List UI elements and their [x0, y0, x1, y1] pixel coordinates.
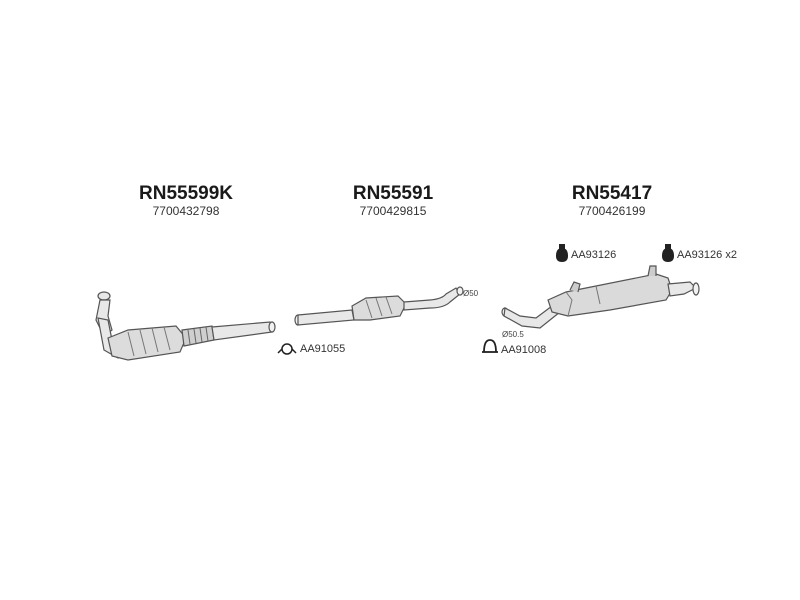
front-catalytic-pipe — [95, 291, 276, 361]
diameter-label-middle: Ø50 — [463, 289, 479, 298]
hanger-code-2: AA93126 x2 — [677, 249, 737, 261]
clamp-icon — [482, 339, 498, 353]
hanger-code-1: AA93126 — [571, 249, 617, 261]
part-ref-front: 7700432798 — [152, 204, 220, 218]
clamp-code-1: AA91055 — [300, 343, 346, 355]
diameter-label-rear: Ø50.5 — [502, 330, 524, 339]
rear-silencer — [501, 265, 700, 329]
part-code-middle: RN55591 — [352, 183, 434, 204]
part-ref-middle: 7700429815 — [359, 204, 427, 218]
part-ref-rear: 7700426199 — [578, 204, 646, 218]
clamp-code-2: AA91008 — [501, 344, 547, 356]
middle-pipe — [294, 286, 464, 326]
rubber-hanger-icon — [556, 244, 568, 262]
clamp-icon — [277, 343, 297, 355]
part-code-front: RN55599K — [139, 183, 233, 204]
part-code-rear: RN55417 — [571, 183, 653, 204]
rubber-hanger-icon — [662, 244, 674, 262]
